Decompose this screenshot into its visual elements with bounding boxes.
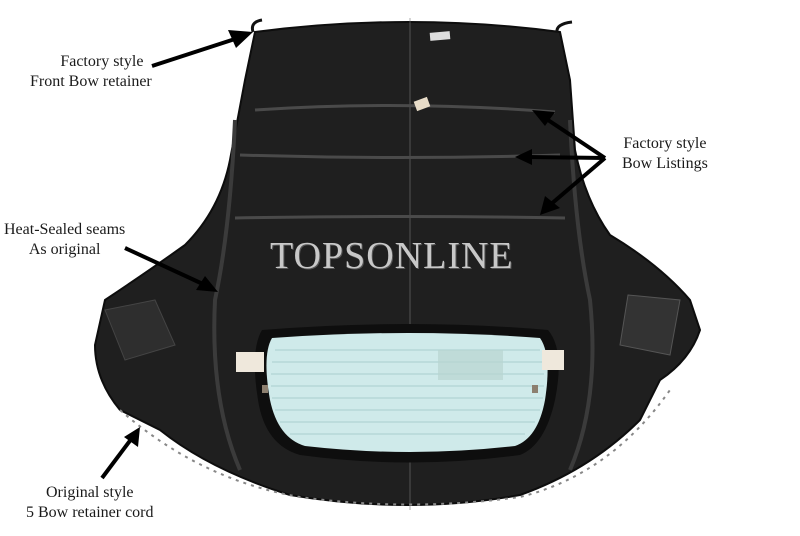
watermark: TOPSONLINE [270,235,514,277]
bow-listing-3 [234,215,566,220]
annotation-retainer-cord: Original style 5 Bow retainer cord [26,484,154,521]
annotation-bow-listings: Factory style Bow Listings [622,135,708,172]
annotation-front-bow-retainer: Factory style Front Bow retainer [30,53,152,90]
annotation-heat-sealed-seams: Heat-Sealed seams As original [4,221,126,258]
bow-listing-1 [254,103,556,114]
